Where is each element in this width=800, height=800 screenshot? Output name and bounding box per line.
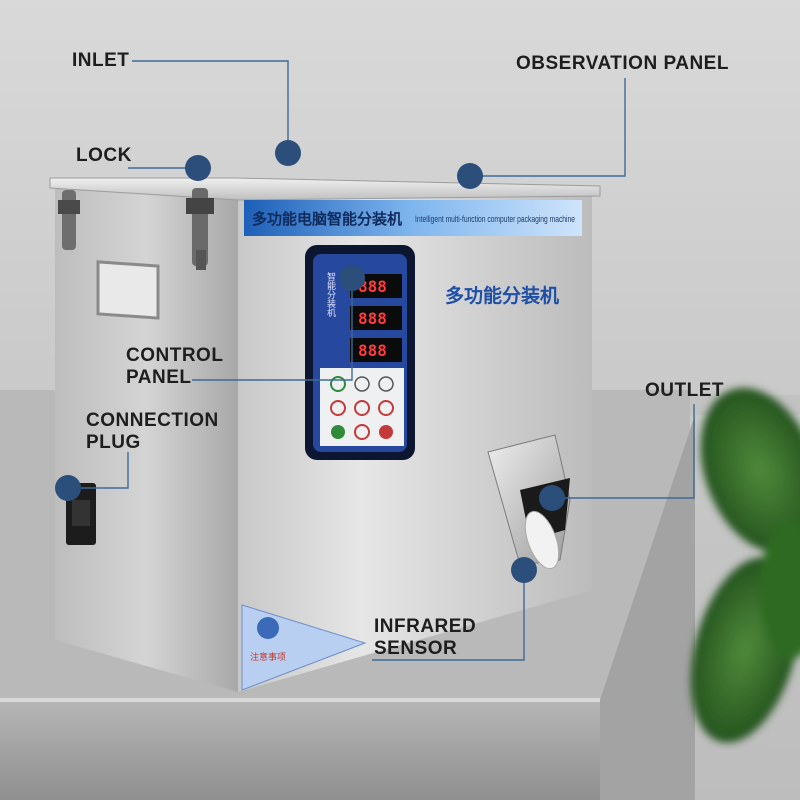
platform-front [0, 700, 600, 800]
leaf-1 [700, 387, 800, 553]
label-infrared-sensor: INFRARED SENSOR [374, 616, 476, 660]
side-handle [96, 260, 160, 320]
leader-observation-panel [470, 78, 626, 177]
marker-outlet [539, 485, 565, 511]
keypad-buttons [330, 376, 394, 440]
panel-side-text: 智能分装机 [325, 271, 336, 318]
label-lock: LOCK [76, 145, 132, 167]
platform-side [600, 415, 695, 800]
label-connection-plug-line1: CONNECTION [86, 410, 219, 431]
marker-infrared-sensor [511, 557, 537, 583]
leaf-3 [760, 520, 800, 660]
lock-latch-left [58, 190, 80, 250]
label-control-panel-line1: CONTROL [126, 345, 224, 366]
label-observation-panel-text: OBSERVATION PANEL [516, 53, 729, 74]
leader-outlet [555, 404, 695, 499]
leader-lines [68, 60, 695, 661]
marker-inlet [275, 140, 301, 166]
plant-leaves [690, 387, 800, 743]
label-infrared-sensor-line2: SENSOR [374, 638, 458, 659]
marker-lock [185, 155, 211, 181]
label-outlet: OUTLET [645, 380, 724, 402]
marker-control-panel [339, 265, 365, 291]
label-observation-panel: OBSERVATION PANEL [516, 53, 729, 75]
label-connection-plug-line2: PLUG [86, 432, 141, 453]
floor-edge [0, 698, 600, 702]
label-infrared-sensor-line1: INFRARED [374, 616, 477, 637]
lock-latch-right [186, 188, 214, 270]
display-2: 888 [358, 309, 387, 328]
machine-banner [244, 200, 582, 236]
label-lock-text: LOCK [76, 145, 132, 166]
banner-en: Intelligent multi-function computer pack… [415, 214, 575, 224]
label-control-panel-line2: PANEL [126, 367, 192, 388]
leader-inlet [132, 60, 289, 153]
label-connection-plug: CONNECTION PLUG [86, 410, 219, 454]
leader-infrared-sensor [372, 570, 525, 661]
banner-cn: 多功能电脑智能分装机 [252, 210, 402, 228]
outlet-nozzle [524, 510, 560, 570]
leader-control-panel [192, 278, 353, 381]
callout-markers [55, 140, 565, 583]
plug-socket [72, 500, 90, 526]
marker-connection-plug [55, 475, 81, 501]
label-control-panel: CONTROL PANEL [126, 345, 223, 389]
label-inlet: INLET [72, 50, 129, 72]
warning-label-logo [257, 617, 279, 639]
warning-label-text: 注意事项 [250, 651, 286, 663]
label-inlet-text: INLET [72, 50, 130, 71]
leader-connection-plug [68, 452, 129, 489]
label-outlet-text: OUTLET [645, 380, 724, 401]
marker-observation-panel [457, 163, 483, 189]
front-label-cn: 多功能分装机 [445, 284, 559, 307]
display-3: 888 [358, 341, 387, 360]
display-1: 888 [358, 277, 387, 296]
